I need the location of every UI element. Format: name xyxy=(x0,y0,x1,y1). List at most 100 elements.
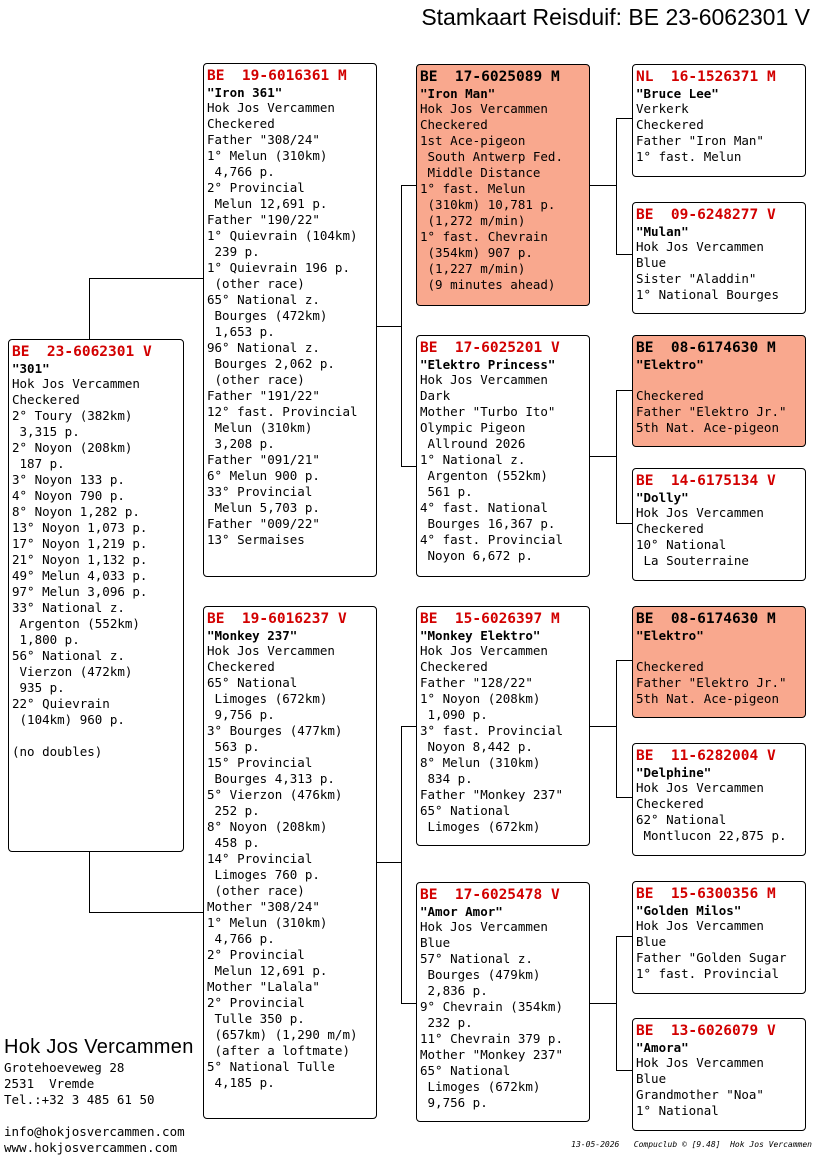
pigeon-info-line: 57° National z. xyxy=(420,951,533,966)
pigeon-info-line: Checkered xyxy=(636,521,704,536)
ring-number: BE 14-6175134 V xyxy=(636,473,776,489)
pigeon-info-line: 4° fast. National xyxy=(420,500,548,515)
pigeon-info-line: Melun 12,691 p. xyxy=(207,963,328,978)
ring-number: BE 15-6026397 M xyxy=(420,611,560,627)
pigeon-info-line: Father "Monkey 237" xyxy=(420,787,563,802)
connector-line xyxy=(589,456,616,457)
pigeon-info-line: 1° Noyon (208km) xyxy=(420,691,541,706)
pigeon-info-line: (354km) 907 p. xyxy=(420,245,533,260)
pigeon-info-line: Noyon 8,442 p. xyxy=(420,739,533,754)
connector-line xyxy=(616,390,632,391)
pigeon-info-line: Bourges 2,062 p. xyxy=(207,356,335,371)
pigeon-info-line: 1,653 p. xyxy=(207,324,275,339)
pigeon-info-line: (310km) 10,781 p. xyxy=(420,197,556,212)
pigeon-info-line: 4,766 p. xyxy=(207,931,275,946)
connector-line xyxy=(401,726,417,727)
pigeon-info-line: Bourges (472km) xyxy=(207,308,328,323)
pigeon-info-line: Bourges (479km) xyxy=(420,967,541,982)
pigeon-info-line: 9° Chevrain (354km) xyxy=(420,999,563,1014)
connector-line xyxy=(89,851,90,913)
pigeon-info-line xyxy=(636,372,802,388)
pigeon-info-line: Checkered xyxy=(207,659,275,674)
page-title: Stamkaart Reisduif: BE 23-6062301 V xyxy=(421,4,810,30)
pigeon-info-line: Bourges 16,367 p. xyxy=(420,516,556,531)
pigeon-info-line: Checkered xyxy=(420,659,488,674)
connector-line xyxy=(89,278,204,279)
pigeon-name: "Mulan" xyxy=(636,224,689,239)
pigeon-info-line: Argenton (552km) xyxy=(12,616,140,631)
pigeon-card-dam-sire: BE 15-6026397 M"Monkey Elektro"Hok Jos V… xyxy=(416,606,590,846)
pigeon-info-line: South Antwerp Fed. xyxy=(420,149,563,164)
pigeon-info-line: 1° fast. Melun xyxy=(420,181,526,196)
pigeon-info-line: 65° National xyxy=(420,1063,511,1078)
pigeon-info-line: Hok Jos Vercammen xyxy=(420,101,548,116)
pigeon-info-line: Hok Jos Vercammen xyxy=(207,100,335,115)
connector-line xyxy=(589,1003,616,1004)
pigeon-info-line: Hok Jos Vercammen xyxy=(420,919,548,934)
pigeon-info-line: 1,800 p. xyxy=(12,632,80,647)
pigeon-info-line: 65° National z. xyxy=(207,292,320,307)
footer-credits: 13-05-2026 Compuclub © [9.48] Hok Jos Ve… xyxy=(571,1140,812,1149)
ring-number: BE 17-6025478 V xyxy=(420,887,560,903)
pigeon-info-line: Noyon 6,672 p. xyxy=(420,548,533,563)
pigeon-name: "Monkey 237" xyxy=(207,628,298,643)
pigeon-info-line: Blue xyxy=(420,935,451,950)
pigeon-info-line: 3° fast. Provincial xyxy=(420,723,563,738)
pigeon-info-line: (1,227 m/min) xyxy=(420,261,526,276)
pigeon-name: "Iron Man" xyxy=(420,86,496,101)
pigeon-info-line: 9,756 p. xyxy=(207,707,275,722)
pigeon-info-line: Father "Golden Sugar xyxy=(636,950,787,965)
pigeon-info-line: 1° fast. Melun xyxy=(636,149,742,164)
ring-number: BE 19-6016361 M xyxy=(207,68,347,84)
pigeon-info-line: 65° National xyxy=(207,675,298,690)
pigeon-info-line: Dark xyxy=(420,388,451,403)
owner-city: 2531 Vremde xyxy=(4,1076,95,1091)
pigeon-info-line: 56° National z. xyxy=(12,648,125,663)
owner-website[interactable]: www.hokjosvercammen.com xyxy=(4,1140,178,1155)
pigeon-info-line: 97° Melun 3,096 p. xyxy=(12,584,148,599)
pigeon-info-line: Montlucon 22,875 p. xyxy=(636,828,787,843)
connector-line xyxy=(401,185,417,186)
pigeon-info-line: Checkered xyxy=(420,117,488,132)
pigeon-info-line: Blue xyxy=(636,934,667,949)
pigeon-info-line: 4° fast. Provincial xyxy=(420,532,563,547)
pigeon-info-line: 8° Melun (310km) xyxy=(420,755,541,770)
pigeon-info-line: 1° fast. Provincial xyxy=(636,966,779,981)
pigeon-info-line: Hok Jos Vercammen xyxy=(420,372,548,387)
connector-line xyxy=(401,726,402,1004)
pigeon-info-line: 9,756 p. xyxy=(420,1095,488,1110)
owner-email[interactable]: info@hokjosvercammen.com xyxy=(4,1124,185,1139)
pigeon-info-line: Grandmother "Noa" xyxy=(636,1087,764,1102)
pigeon-name: "Golden Milos" xyxy=(636,903,742,918)
pigeon-info-line: Hok Jos Vercammen xyxy=(636,505,764,520)
pigeon-name: "Amora" xyxy=(636,1040,689,1055)
pigeon-info-line: Hok Jos Vercammen xyxy=(636,918,764,933)
pigeon-info-line: 10° National xyxy=(636,537,727,552)
pigeon-info-line: 239 p. xyxy=(207,244,260,259)
pigeon-name: "Elektro" xyxy=(636,628,704,643)
pigeon-info-line: 14° Provincial xyxy=(207,851,313,866)
connector-line xyxy=(589,726,616,727)
pigeon-info-line: 935 p. xyxy=(12,680,65,695)
pigeon-info-line: Father "308/24" xyxy=(207,132,320,147)
pigeon-info-line: Argenton (552km) xyxy=(420,468,548,483)
pigeon-info-line: 15° Provincial xyxy=(207,755,313,770)
pigeon-info-line: Checkered xyxy=(636,117,704,132)
pigeon-info-line: 1,090 p. xyxy=(420,707,488,722)
pigeon-info-line: 2° Provincial xyxy=(207,995,305,1010)
pigeon-info-line: 1° National z. xyxy=(420,452,526,467)
pigeon-info-line: 3° Noyon 133 p. xyxy=(12,472,125,487)
connector-line xyxy=(616,118,632,119)
pigeon-info-line: Hok Jos Vercammen xyxy=(636,780,764,795)
pigeon-info-line: 4,766 p. xyxy=(207,164,275,179)
pigeon-info-line: (657km) (1,290 m/m) xyxy=(207,1027,358,1042)
pigeon-info-line: Father "190/22" xyxy=(207,212,320,227)
pigeon-info-line: Melun 5,703 p. xyxy=(207,500,320,515)
pigeon-info-line: 561 p. xyxy=(420,484,473,499)
pigeon-info-line: (other race) xyxy=(207,883,305,898)
connector-line xyxy=(401,466,417,467)
